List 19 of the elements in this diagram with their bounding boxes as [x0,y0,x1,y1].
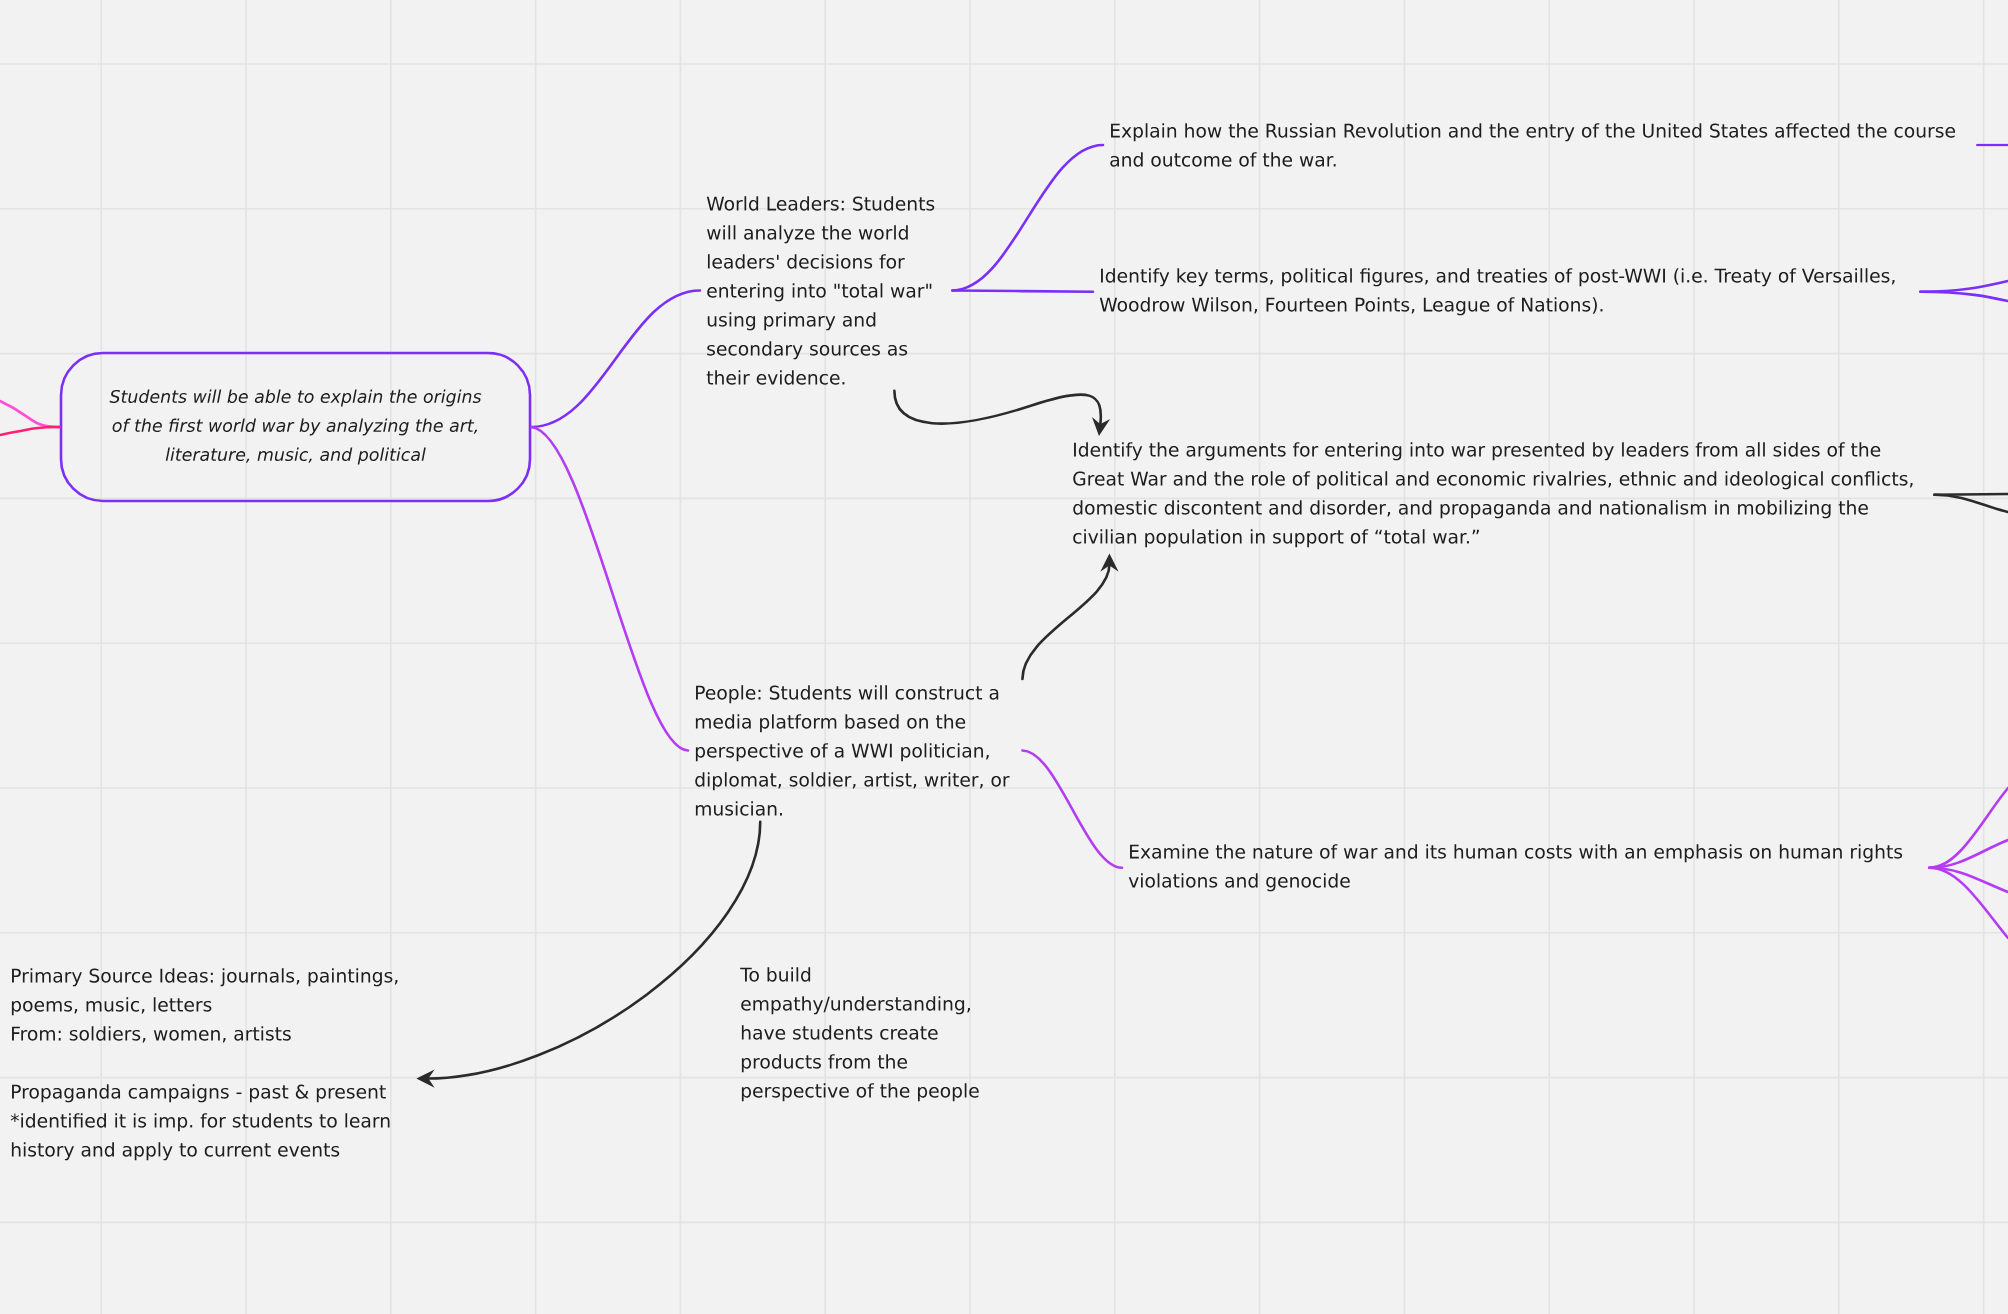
connector-line [0,425,61,437]
connector-line [1919,290,2008,303]
connector-line [1928,838,2008,870]
connector-line [1928,866,2008,940]
connector-line [1021,749,1124,870]
note-text: Explain how the Russian Revolution and the entry of the United States affected the course and outcome of the war. [1110,123,1955,167]
note-text: Examine the nature of war and its human costs with an emphasis on human rights violations and genocide [1128,844,1903,892]
note-text: World Leaders: Students will analyze the world leaders' decisions for entering into "total war" using primary and secondary sources as their evidence. [706,196,935,385]
note-text: Primary Source Ideas: journals, paintings, poems, music, letters From: soldiers, women, artists Propaganda campaigns - past & present *identified it is imp. for students to learn history and apply to current events [10,968,398,1161]
note-text: People: Students will construct a media platform based on the perspective of a WWI politician, diplomat, soldier, artist, writer, or musician. [695,685,1010,816]
note-text: Identify key terms, political figures, and treaties of post-WWI (i.e. Treaty of Versailles, Woodrow Wilson, Fourteen Points, League of Nations). [1099,268,1895,316]
note-text: Identify the arguments for entering into war presented by leaders from all sides of the Great War and the role of political and economic rivalries, ethnic and ideological conflicts, domestic discontent and disorder, and propaganda and nationalism in mobilizing the civilian population in support of “total war.” [1073,442,1913,548]
rounded-box: Students will be able to explain the origins of the first world war by analyzing the art, literature, music, and political [59,351,532,503]
connector-line [1976,143,2008,147]
connector-line [951,289,1095,294]
connector-line [530,425,690,752]
connector-line [1933,492,2008,497]
connector-line [1933,493,2008,514]
note-text: To build empathy/understanding, have students create products from the perspective of the people [740,967,979,1102]
